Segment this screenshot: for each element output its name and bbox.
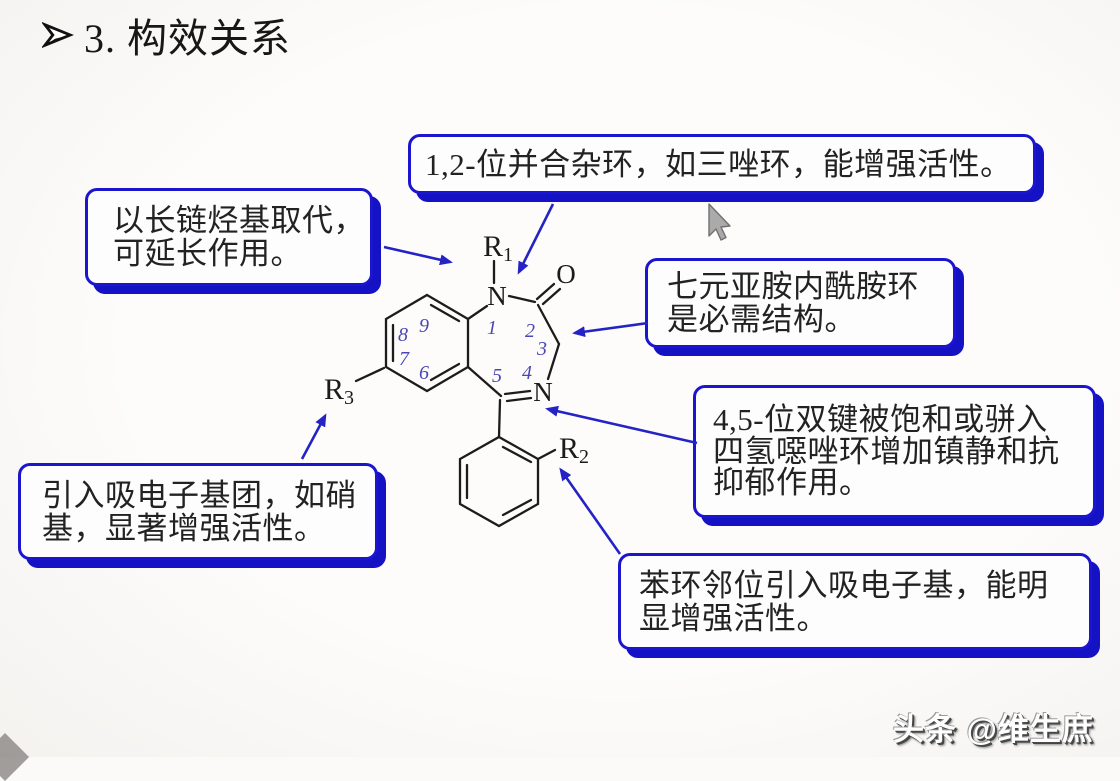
arrow-seven-membered — [572, 321, 649, 338]
atom-labels: N N O — [487, 259, 576, 407]
position-5: 5 — [492, 365, 502, 387]
phenyl-ring — [458, 435, 540, 528]
atom-n4: N — [533, 377, 553, 407]
label-r3: R3 — [324, 373, 354, 409]
callout-line: 苯环邻位引入吸电子基，能明 — [639, 567, 1049, 603]
position-2: 2 — [525, 320, 535, 342]
position-3: 3 — [536, 338, 547, 360]
arrow-long-chain — [383, 245, 453, 266]
arrow-bullet-icon — [42, 21, 74, 49]
page-title: 3. 构效关系 — [42, 6, 291, 64]
position-9: 9 — [419, 315, 429, 337]
position-6: 6 — [419, 362, 429, 384]
watermark: 头条 @维生庶 — [893, 712, 1094, 747]
atom-o: O — [556, 259, 576, 289]
callout-double-bond-4-5: 4,5-位双键被饱和或骈入 四氢噁唑环增加镇静和抗 抑郁作用。 — [693, 385, 1096, 518]
callout-phenyl-ortho-position: 苯环邻位引入吸电子基，能明 显增强活性。 — [618, 553, 1092, 650]
callout-line: 引入吸电子基团，如硝 — [42, 477, 357, 513]
arrow-electron-withdrawing — [300, 413, 327, 460]
arrow-double-bond-4-5 — [545, 405, 698, 445]
callout-line: 4,5-位双键被饱和或骈入 — [713, 402, 1048, 438]
title-text: 3. 构效关系 — [84, 16, 291, 61]
callout-line: 显增强活性。 — [639, 600, 828, 636]
callout-electron-withdrawing-group: 引入吸电子基团，如硝 基，显著增强活性。 — [18, 463, 378, 560]
mouse-cursor — [708, 203, 731, 241]
position-7: 7 — [399, 348, 410, 370]
label-r1: R1 — [483, 230, 513, 266]
callout-line: 抑郁作用。 — [713, 465, 871, 501]
label-r2: R2 — [559, 432, 589, 468]
ring-position-numbers: 1 2 3 4 5 6 7 8 9 — [398, 315, 547, 387]
callout-line: 是必需结构。 — [667, 302, 856, 337]
callout-line: 可延长作用。 — [113, 236, 302, 271]
callout-line: 基，显著增强活性。 — [42, 510, 326, 546]
arrow-fused-heterocycle — [517, 203, 555, 275]
position-8: 8 — [398, 324, 408, 346]
callout-long-chain-substitution: 以长链烃基取代， 可延长作用。 — [85, 188, 373, 286]
benzene-ring — [384, 293, 470, 393]
callout-seven-membered-lactam: 七元亚胺内酰胺环 是必需结构。 — [645, 258, 956, 348]
callout-fused-heterocycle: 1,2-位并合杂环，如三唑环，能增强活性。 — [408, 134, 1036, 194]
atom-n1: N — [487, 281, 507, 311]
position-4: 4 — [522, 362, 532, 384]
callout-line: 七元亚胺内酰胺环 — [667, 269, 919, 304]
arrow-phenyl-ortho — [559, 467, 622, 555]
molecule-bonds — [354, 259, 562, 528]
callout-line: 四氢噁唑环增加镇静和抗 — [713, 433, 1060, 469]
callout-line: 以长链烃基取代， — [113, 203, 365, 238]
position-1: 1 — [487, 317, 497, 339]
callout-line: 1,2-位并合杂环，如三唑环，能增强活性。 — [425, 146, 1012, 182]
